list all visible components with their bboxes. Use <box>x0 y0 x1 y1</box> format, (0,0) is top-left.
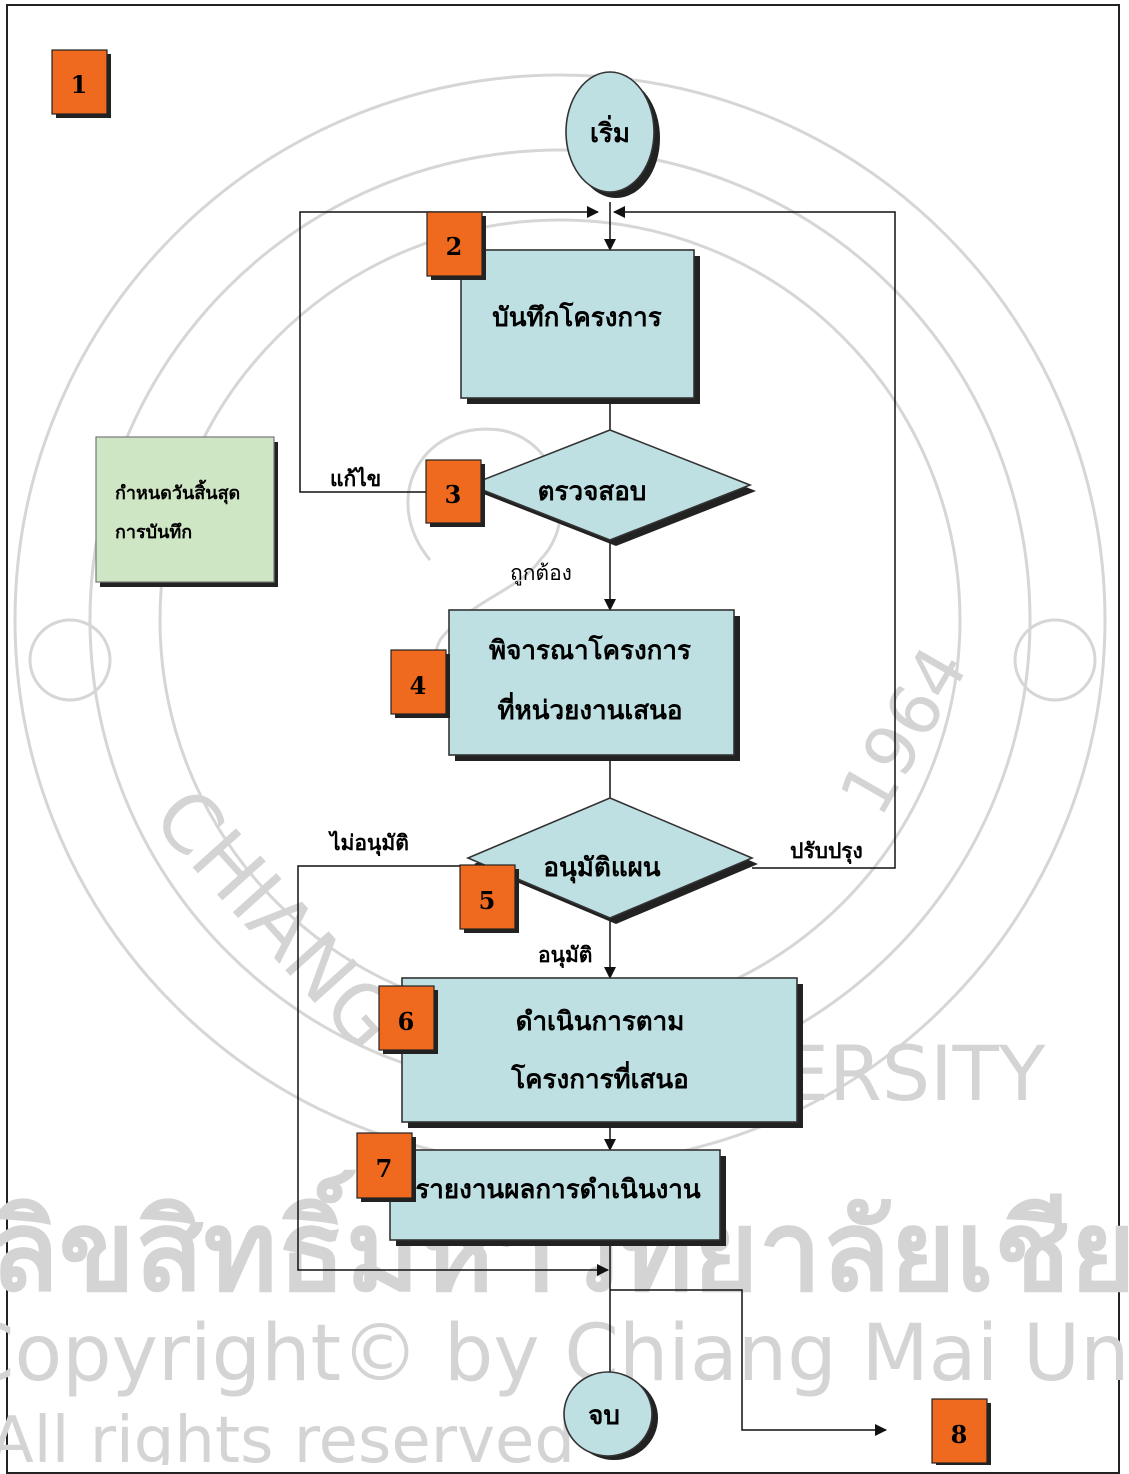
svg-text:7: 7 <box>376 1154 393 1183</box>
report-node: รายงานผลการดำเนินงาน <box>389 1149 726 1246</box>
svg-text:2: 2 <box>446 232 463 261</box>
end-node: จบ <box>563 1371 658 1460</box>
deadline-note-line2: การบันทึก <box>115 522 192 543</box>
consider-node: พิจารณาโครงการ ที่หน่วยงานเสนอ <box>448 609 740 761</box>
badge-5: 5 <box>459 864 519 933</box>
check-label: ตรวจสอบ <box>538 477 647 507</box>
execute-node: ดำเนินการตาม โครงการที่เสนอ <box>401 977 803 1128</box>
record-label: บันทึกโครงการ <box>492 301 662 333</box>
edge-label-not-approved: ไม่อนุมัติ <box>328 830 409 857</box>
consider-label-line1: พิจารณาโครงการ <box>489 634 691 666</box>
watermark-seal-year: 1964 <box>824 633 984 828</box>
deadline-note-line1: กำหนดวันสิ้นสุด <box>115 479 240 505</box>
report-label: รายงานผลการดำเนินงาน <box>415 1175 701 1205</box>
approve-label: อนุมัติแผน <box>543 853 660 884</box>
edge-label-improve: ปรับปรุง <box>790 838 863 865</box>
start-node: เริ่ม <box>565 71 660 198</box>
check-node: ตรวจสอบ <box>467 429 756 546</box>
deadline-note: กำหนดวันสิ้นสุด การบันทึก <box>95 436 278 587</box>
watermark-line-copyright: Copyright© by Chiang Mai University <box>0 1309 1129 1399</box>
badge-6: 6 <box>378 985 438 1054</box>
connectors <box>297 202 896 1436</box>
svg-text:4: 4 <box>410 671 427 700</box>
edge-label-fix: แก้ไข <box>330 466 381 491</box>
watermark-line-rights: All rights reserved <box>0 1404 575 1465</box>
record-node: บันทึกโครงการ <box>460 249 700 404</box>
svg-text:1: 1 <box>71 70 88 99</box>
edge-label-approved: อนุมัติ <box>538 942 592 969</box>
svg-text:6: 6 <box>398 1007 415 1036</box>
svg-text:5: 5 <box>479 886 496 915</box>
execute-label-line2: โครงการที่เสนอ <box>510 1060 689 1095</box>
svg-text:3: 3 <box>445 480 462 509</box>
badge-4: 4 <box>390 649 450 718</box>
start-label: เริ่ม <box>590 114 630 149</box>
watermark-seal-left-text: CHIANG <box>136 770 417 1067</box>
end-label: จบ <box>588 1401 620 1431</box>
badge-7: 7 <box>356 1132 416 1202</box>
edge-label-correct: ถูกต้อง <box>510 561 572 586</box>
badge-2: 2 <box>426 211 486 280</box>
badge-3: 3 <box>425 459 485 527</box>
badge-1: 1 <box>51 49 111 118</box>
consider-label-line2: ที่หน่วยงานเสนอ <box>497 691 682 726</box>
execute-label-line1: ดำเนินการตาม <box>516 1007 685 1037</box>
svg-text:8: 8 <box>951 1420 968 1449</box>
badge-8: 8 <box>931 1398 991 1465</box>
approve-node: อนุมัติแผน <box>465 797 758 924</box>
